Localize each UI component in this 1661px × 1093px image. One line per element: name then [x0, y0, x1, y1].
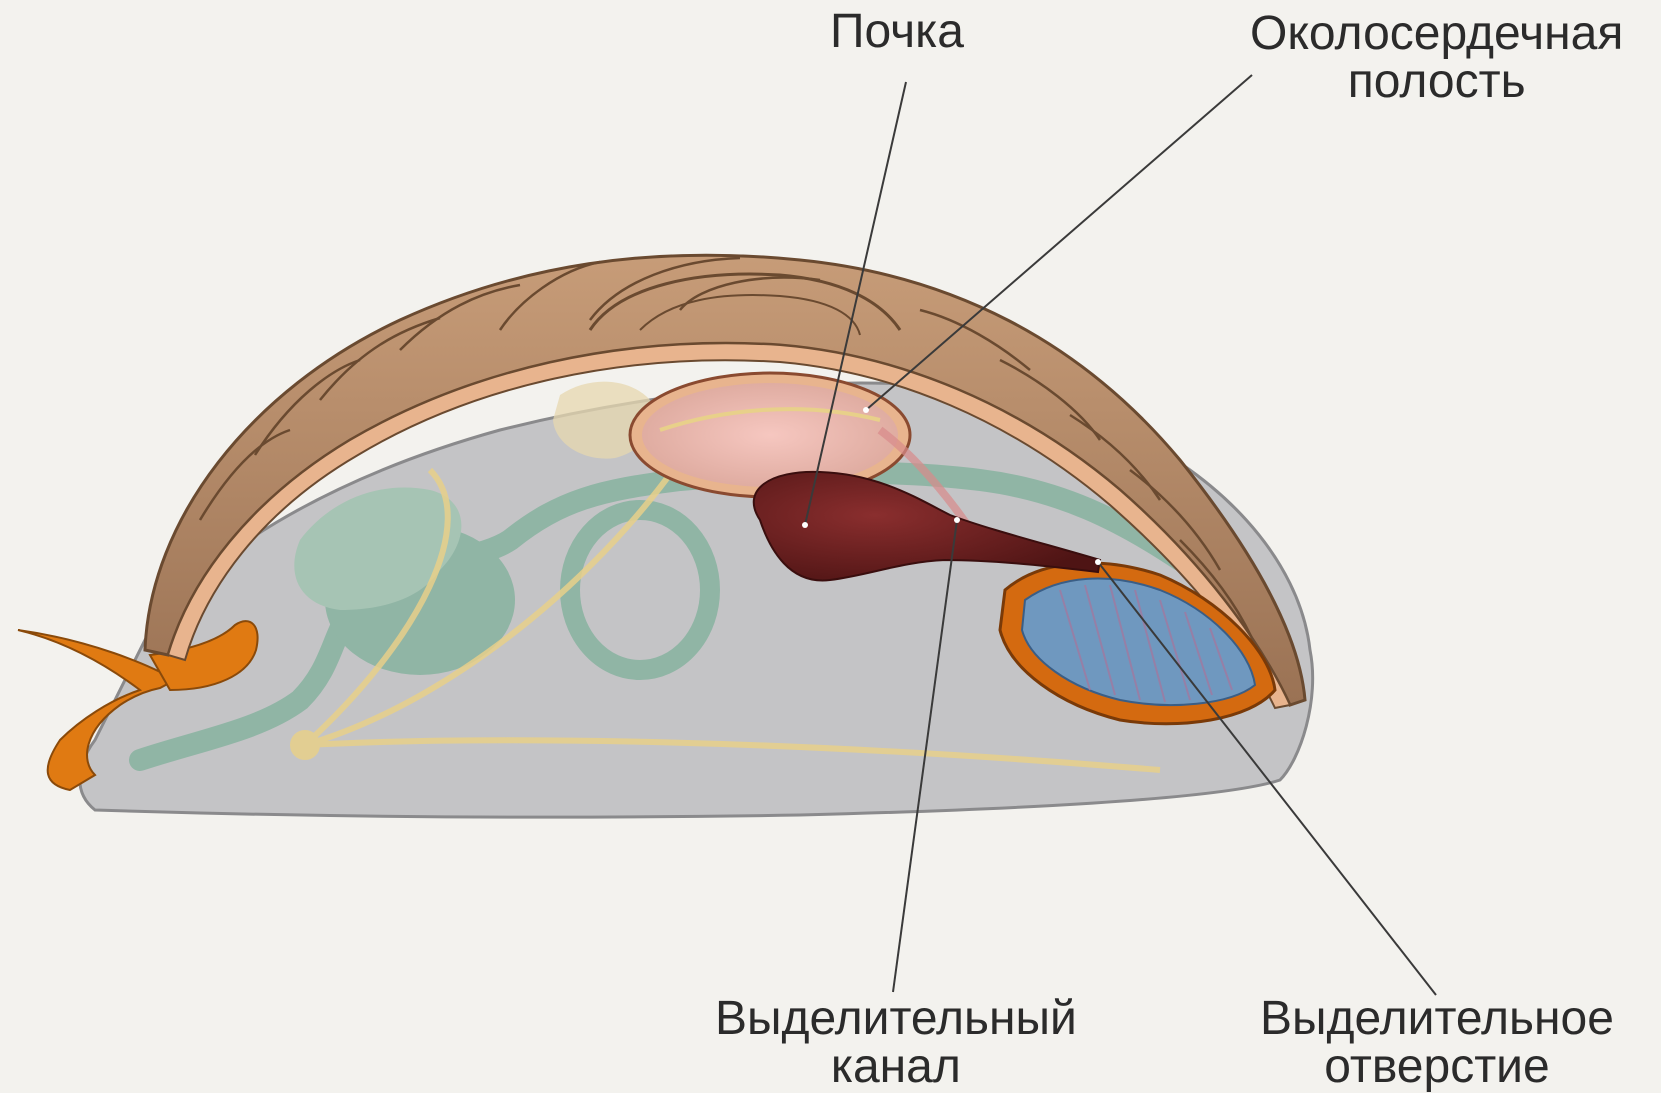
- anchor-kidney: [802, 522, 808, 528]
- label-pericardial-cavity: Околосердечная полость: [1250, 10, 1623, 106]
- label-excretory-canal: Выделительный канал: [715, 995, 1077, 1091]
- label-pericardial-line1: Околосердечная: [1250, 10, 1623, 58]
- label-opening-line2: отверстие: [1260, 1043, 1614, 1091]
- label-canal-line2: канал: [715, 1043, 1077, 1091]
- anchor-pericardial: [863, 407, 869, 413]
- label-kidney: Почка: [830, 8, 964, 56]
- label-opening-line1: Выделительное: [1260, 995, 1614, 1043]
- label-excretory-opening: Выделительное отверстие: [1260, 995, 1614, 1091]
- anchor-opening: [1095, 559, 1101, 565]
- anchor-canal: [954, 517, 960, 523]
- label-kidney-text: Почка: [830, 8, 964, 56]
- label-pericardial-line2: полость: [1250, 58, 1623, 106]
- label-canal-line1: Выделительный: [715, 995, 1077, 1043]
